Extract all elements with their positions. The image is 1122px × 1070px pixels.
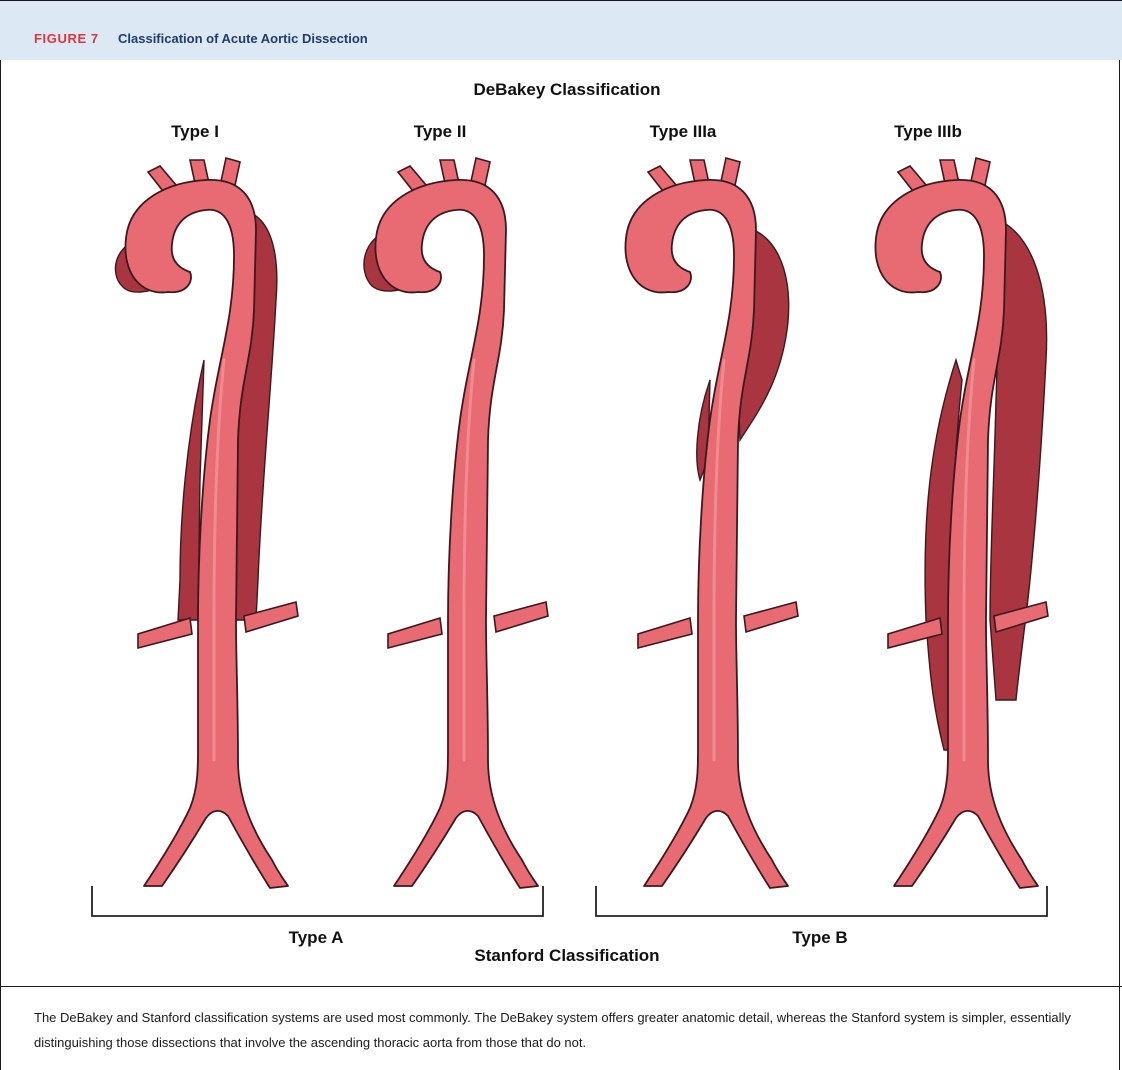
aorta-type-1 — [115, 158, 298, 888]
true-lumen — [375, 180, 538, 888]
bracket-type-a — [92, 886, 543, 916]
caption-divider — [0, 986, 1122, 987]
renal-branch — [138, 618, 192, 648]
figure-caption: The DeBakey and Stanford classification … — [34, 1005, 1094, 1055]
figure-header: FIGURE 7 Classification of Acute Aortic … — [0, 0, 1122, 60]
type-3b-label: Type IIIb — [894, 122, 962, 142]
type-b-label: Type B — [792, 928, 847, 948]
diagram-area: DeBakey Classification Type I Type II Ty… — [0, 60, 1122, 986]
renal-branch — [638, 618, 692, 648]
aorta-diagram — [0, 60, 1122, 986]
bracket-type-b — [596, 886, 1047, 916]
type-3a-label: Type IIIa — [650, 122, 717, 142]
debakey-title: DeBakey Classification — [473, 80, 660, 100]
type-1-label: Type I — [171, 122, 219, 142]
figure-number: FIGURE 7 — [34, 31, 99, 46]
type-2-label: Type II — [414, 122, 467, 142]
figure-title: Classification of Acute Aortic Dissectio… — [118, 31, 368, 46]
stanford-title: Stanford Classification — [474, 946, 659, 966]
renal-branch — [494, 602, 548, 632]
aorta-type-3b — [875, 158, 1048, 888]
renal-branch — [744, 602, 798, 632]
aorta-type-2 — [364, 158, 548, 888]
type-a-label: Type A — [289, 928, 344, 948]
aorta-type-3a — [625, 158, 798, 888]
renal-branch — [388, 618, 442, 648]
